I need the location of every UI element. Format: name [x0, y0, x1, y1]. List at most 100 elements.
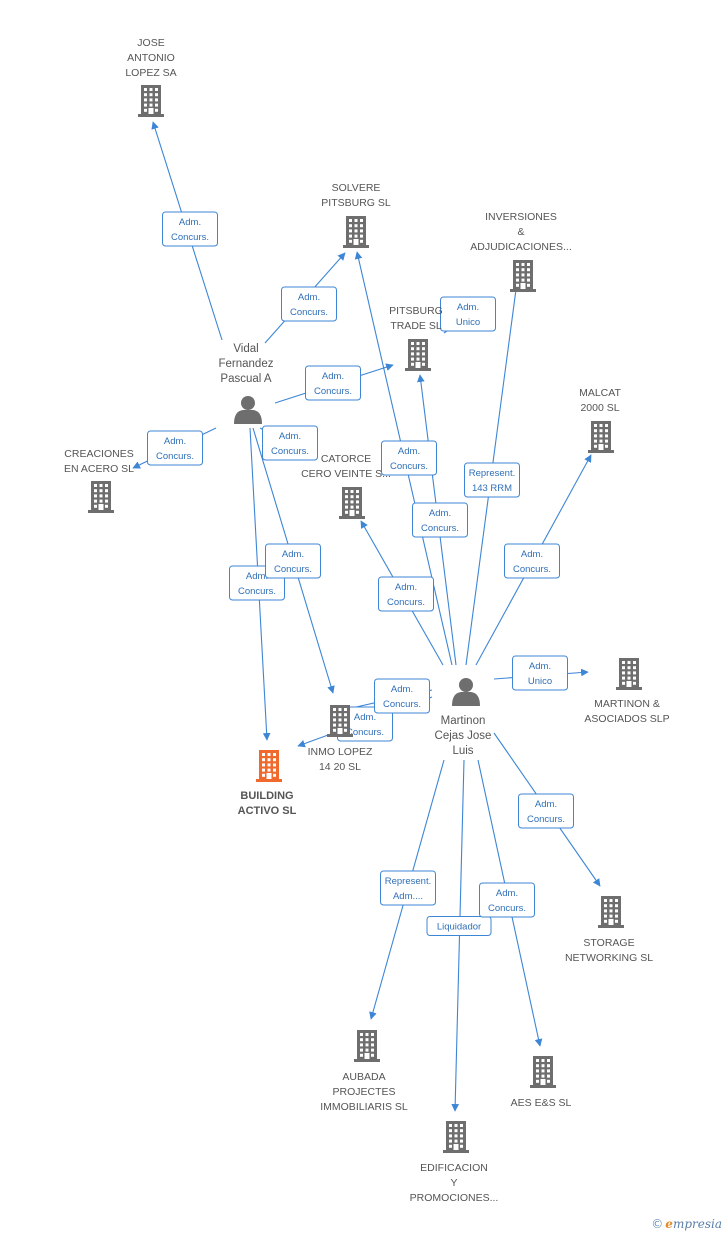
- building-icon[interactable]: [88, 481, 114, 513]
- edge-labels-layer: Adm. Concurs. Adm. Concurs. Adm. Concurs. Adm.…: [147, 211, 574, 936]
- edge-label-vidal-solvere[interactable]: Adm. Concurs.: [281, 286, 337, 322]
- edge-label-box[interactable]: [504, 543, 560, 579]
- edge-label-box[interactable]: [378, 576, 434, 612]
- edge-label-text: Adm.: [529, 661, 551, 672]
- node-label-aubada: IMMOBILIARIS SL: [320, 1101, 408, 1113]
- edge-label-text: Concurs.: [290, 307, 328, 318]
- edge-label-martinon-aubada[interactable]: Represent.Adm....: [380, 870, 436, 906]
- edge-label-vidal-jose[interactable]: Adm.Concurs.: [162, 211, 218, 247]
- edge-label-box[interactable]: [265, 543, 321, 579]
- edge-label-vidal-creaciones[interactable]: Adm. Concurs.: [147, 430, 203, 466]
- edge-label-martinon-martinon_asoc[interactable]: Adm.Unico: [512, 655, 568, 691]
- building-icon[interactable]: [443, 1121, 469, 1153]
- edge-label-martinon-storage[interactable]: Adm.Concurs.: [518, 793, 574, 829]
- edge-label-martinon-solvere[interactable]: Adm.Concurs.: [381, 440, 437, 476]
- edge-label-text: Adm.: [398, 446, 420, 457]
- node-edificacion[interactable]: EDIFICACION Y PROMOCIONES...: [410, 1121, 499, 1204]
- node-inversiones[interactable]: INVERSIONES&ADJUDICACIONES...: [470, 211, 572, 292]
- building-icon[interactable]: [530, 1056, 556, 1088]
- edge-label-text: Represent.: [385, 876, 431, 887]
- building-icon[interactable]: [339, 487, 365, 519]
- edge-label-text: Adm.: [246, 571, 268, 582]
- building-icon[interactable]: [510, 260, 536, 292]
- building-icon[interactable]: [405, 339, 431, 371]
- person-icon[interactable]: [452, 678, 480, 706]
- edge-label-text: Represent.: [469, 468, 515, 479]
- edge-label-box[interactable]: [380, 870, 436, 906]
- building-icon[interactable]: [588, 421, 614, 453]
- building-icon[interactable]: [354, 1030, 380, 1062]
- edge-label-text: Unico: [456, 317, 480, 328]
- edge-label-box[interactable]: [426, 916, 492, 936]
- edge-label-box[interactable]: [479, 882, 535, 918]
- edge-label-text: Concurs.: [271, 446, 309, 457]
- edge-label-box[interactable]: [305, 365, 361, 401]
- edge-label-box[interactable]: [147, 430, 203, 466]
- building-icon[interactable]: [138, 85, 164, 117]
- edge-label-text: Concurs.: [156, 451, 194, 462]
- edge-label-box[interactable]: [162, 211, 218, 247]
- edge-label-text: Adm.: [164, 436, 186, 447]
- building-icon[interactable]: [343, 216, 369, 248]
- edge-label-vidal-pitsburg[interactable]: Adm.Concurs.: [305, 365, 361, 401]
- edge-label-text: Concurs.: [527, 814, 565, 825]
- edge-label-box[interactable]: [281, 286, 337, 322]
- building-icon[interactable]: [616, 658, 642, 690]
- node-label-martinon: Luis: [452, 745, 473, 757]
- node-label-building: BUILDING: [240, 790, 293, 802]
- node-aes[interactable]: AES E&S SL: [511, 1056, 572, 1109]
- edge-label-martinon-building[interactable]: Adm.Concurs.: [337, 706, 393, 742]
- building-icon[interactable]: [598, 896, 624, 928]
- edge-label-martinon-pitsburg[interactable]: Adm.Concurs.: [412, 502, 468, 538]
- edge-label-box[interactable]: [381, 440, 437, 476]
- edge-label-martinon-inversiones[interactable]: Represent.143 RRM: [464, 462, 520, 498]
- edge-label-martinon-malcat[interactable]: Adm.Concurs.: [504, 543, 560, 579]
- edge-label-box[interactable]: [512, 655, 568, 691]
- edge-label-box[interactable]: [440, 296, 496, 332]
- node-label-jose: LOPEZ SA: [125, 67, 176, 79]
- node-martinon_asoc[interactable]: MARTINON &ASOCIADOS SLP: [584, 658, 670, 725]
- edge-label-text: Adm.: [298, 292, 320, 303]
- node-label-malcat: MALCAT: [579, 387, 621, 399]
- edge-label-vidal-inmo[interactable]: Adm.Concurs.: [262, 425, 318, 461]
- person-icon[interactable]: [234, 396, 262, 424]
- edge-label-martinon-pitsburg[interactable]: Adm.Unico: [440, 296, 496, 332]
- edge-label-martinon-edificacion[interactable]: Liquidador: [426, 916, 492, 936]
- edge-label-text: Adm.: [395, 582, 417, 593]
- node-label-edificacion: EDIFICACION: [420, 1162, 488, 1174]
- brand-initial: e: [665, 1217, 673, 1231]
- edge-label-martinon-catorce[interactable]: Adm.Concurs.: [378, 576, 434, 612]
- edge-label-martinon-aes[interactable]: Adm.Concurs.: [479, 882, 535, 918]
- edge-label-text: Adm.: [282, 549, 304, 560]
- building-icon[interactable]: [256, 750, 282, 782]
- edge-label-box[interactable]: [262, 425, 318, 461]
- node-label-aubada: AUBADA: [342, 1071, 385, 1083]
- node-label-vidal: Pascual A: [220, 373, 271, 385]
- node-label-catorce: CERO VEINTE S...: [301, 468, 391, 480]
- edge-label-box[interactable]: [374, 678, 430, 714]
- edge-label-box[interactable]: [518, 793, 574, 829]
- edge-label-text: Concurs.: [421, 523, 459, 534]
- node-label-edificacion: PROMOCIONES...: [410, 1192, 499, 1204]
- node-label-edificacion: Y: [450, 1177, 457, 1189]
- building-icon[interactable]: [327, 705, 353, 737]
- edge-label-text: Adm.: [179, 217, 201, 228]
- edge-label-box[interactable]: [412, 502, 468, 538]
- empresia-watermark: ©empresia: [651, 1217, 722, 1231]
- edge-label-vidal-inmo[interactable]: Adm.Concurs.: [265, 543, 321, 579]
- edge-label-martinon-inmo[interactable]: Adm.Concurs.: [374, 678, 430, 714]
- edge-label-box[interactable]: [464, 462, 520, 498]
- node-label-jose: ANTONIO: [127, 52, 175, 64]
